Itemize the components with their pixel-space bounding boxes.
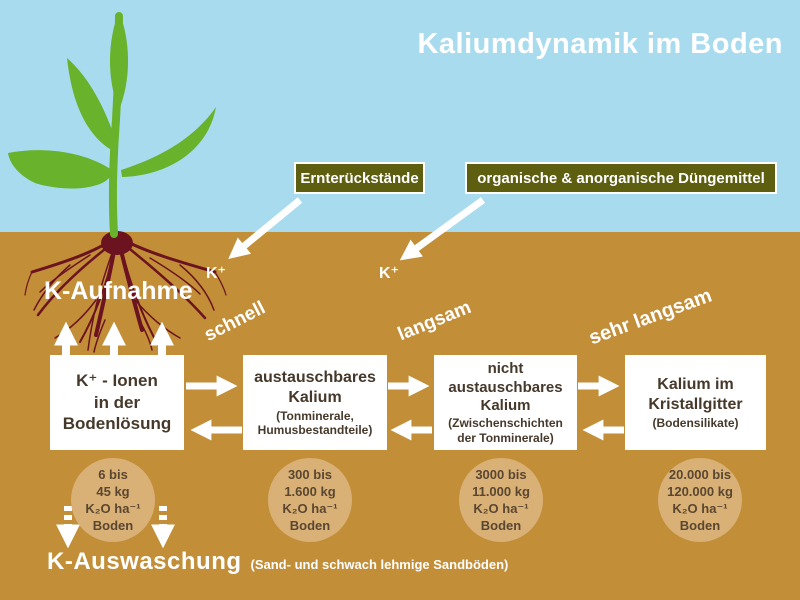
amount-line: K₂O ha⁻¹: [282, 501, 338, 516]
amount-line: 3000 bis: [475, 466, 527, 482]
pool-line: K⁺ - Ionen: [76, 370, 158, 390]
k-ion-label-right: K⁺: [379, 265, 399, 282]
pool-line: austauschbares: [254, 368, 376, 386]
pool-line: Kalium: [288, 389, 342, 407]
amount-line: Boden: [92, 518, 134, 534]
pool-box-exchangeable: austauschbares Kalium (Tonminerale, Humu…: [243, 355, 387, 450]
pool-detail-line: der Tonminerale): [457, 430, 554, 445]
pool-detail-line: (Bodensilikate): [652, 415, 739, 430]
amount-line: Boden: [289, 518, 331, 534]
residues-label-box: Ernterückstände: [294, 162, 425, 194]
amount-line: 300 bis: [287, 466, 333, 482]
amount-line: 11.000 kg: [472, 483, 530, 499]
amount-line: 120.000 kg: [667, 483, 733, 499]
amount-circle-non-exchangeable: 3000 bis 11.000 kg K₂O ha⁻¹ Boden: [459, 458, 543, 542]
k-ion-label-left: K⁺: [206, 265, 226, 282]
pool-detail-line: Humusbestandteile): [257, 422, 373, 437]
pool-detail-line: (Zwischenschichten: [448, 416, 563, 431]
amount-circle-crystal-lattice: 20.000 bis 120.000 kg K₂O ha⁻¹ Boden: [658, 458, 742, 542]
leaching-label-row: K-Auswaschung (Sand- und schwach lehmige…: [47, 548, 508, 576]
pool-line: Kristallgitter: [648, 396, 743, 414]
k-uptake-label: K-Aufnahme: [44, 277, 193, 305]
diagram-title: Kaliumdynamik im Boden: [417, 28, 783, 60]
amount-line: 1.600 kg: [284, 483, 336, 499]
leaching-note: (Sand- und schwach lehmige Sandböden): [250, 557, 509, 572]
pool-line: Kalium im: [657, 375, 734, 393]
amount-line: 20.000 bis: [668, 466, 732, 482]
pool-line: in der: [93, 392, 141, 412]
pool-box-crystal-lattice: Kalium im Kristallgitter (Bodensilikate): [625, 355, 766, 450]
fertilizer-label-box: organische & anorganische Düngemittel: [465, 162, 777, 194]
amount-circle-exchangeable: 300 bis 1.600 kg K₂O ha⁻¹ Boden: [268, 458, 352, 542]
pool-line: austauschbares: [448, 378, 563, 396]
leaching-label: K-Auswaschung: [47, 548, 242, 575]
pool-line: Bodenlösung: [62, 414, 172, 434]
amount-line: Boden: [679, 518, 721, 534]
pool-box-soil-solution: K⁺ - Ionen in der Bodenlösung: [50, 355, 184, 450]
amount-circle-soil-solution: 6 bis 45 kg K₂O ha⁻¹ Boden: [71, 458, 155, 542]
pool-box-non-exchangeable: nicht austauschbares Kalium (Zwischensch…: [434, 355, 577, 450]
pool-line: Kalium: [480, 397, 531, 415]
amount-line: K₂O ha⁻¹: [473, 501, 529, 516]
amount-line: K₂O ha⁻¹: [672, 501, 728, 516]
amount-line: 6 bis: [98, 466, 128, 482]
amount-line: 45 kg: [96, 483, 130, 499]
amount-line: K₂O ha⁻¹: [85, 501, 141, 516]
pool-detail-line: (Tonminerale,: [276, 408, 354, 423]
amount-line: Boden: [480, 518, 522, 534]
pool-line: nicht: [487, 359, 524, 377]
